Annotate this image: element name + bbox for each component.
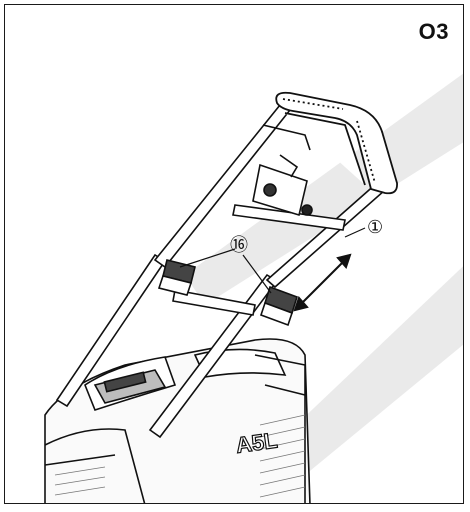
adjustment-arrow [293,253,352,312]
cross-bar [172,204,346,316]
callout-leaders [179,227,366,294]
handle-callout-label: ① [367,217,383,238]
quick-release-lever-right [259,285,298,327]
control-box [252,124,313,217]
top-grip [275,91,398,195]
quick-release-lever-left [157,259,196,296]
lower-handle-tubes [55,253,279,439]
figure-frame: A5L [4,4,464,504]
lever-callout-label: ⑯ [230,235,248,256]
mower-handle-illustration: A5L [44,73,463,503]
figure-label: O3 [418,19,449,44]
